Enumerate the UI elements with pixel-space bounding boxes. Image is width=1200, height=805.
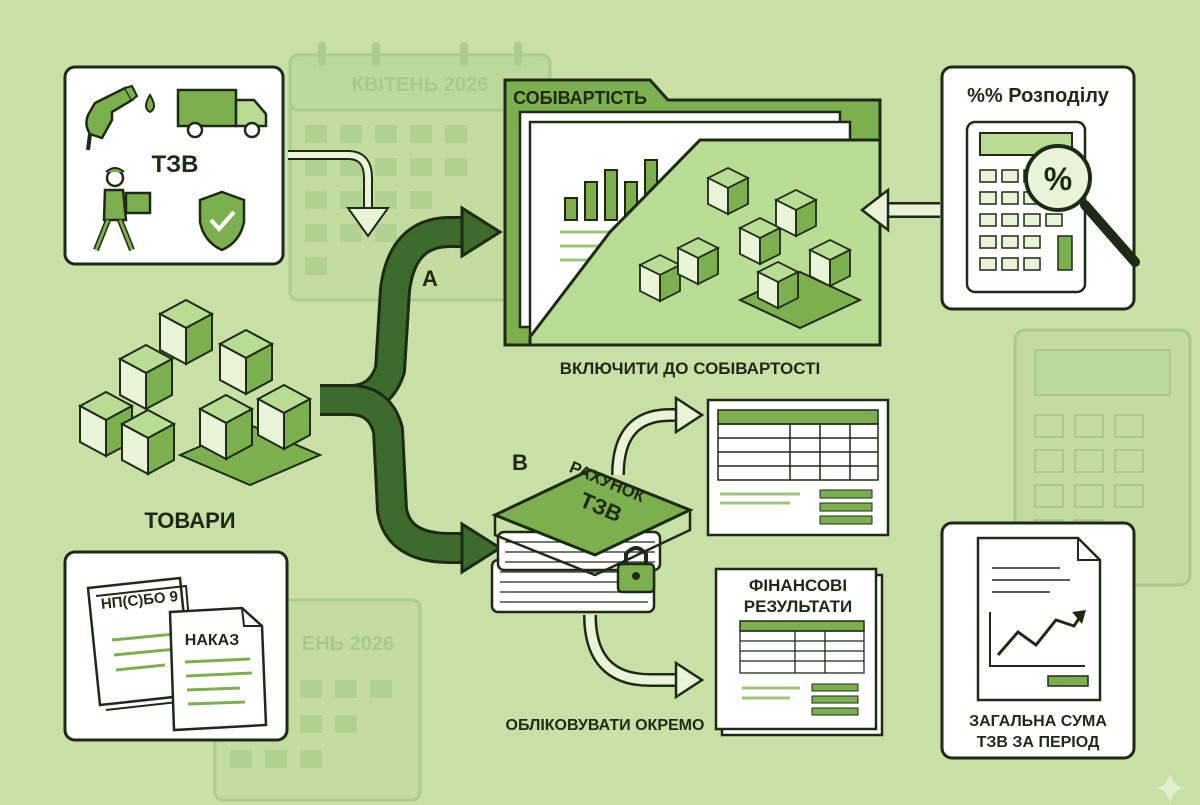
fin-results-line1: ФІНАНСОВІ xyxy=(749,576,847,595)
ledger-arrows xyxy=(583,395,705,700)
tzv-title: ТЗВ xyxy=(151,151,198,178)
goods-stack-icon xyxy=(79,299,323,487)
fuel-drop-icon xyxy=(145,93,155,114)
total-line1: ЗАГАЛЬНА СУМА xyxy=(969,713,1107,730)
documents-card xyxy=(63,550,289,742)
ledger-caption: ОБЛІКОВУВАТИ ОКРЕМО xyxy=(506,717,705,734)
background-calculator xyxy=(1013,328,1192,587)
financial-results-icon xyxy=(714,567,884,737)
branch-b-label: B xyxy=(512,450,528,475)
tzv-card: ТЗВ xyxy=(63,65,285,266)
cost-folder xyxy=(503,78,882,347)
distribution-card: % xyxy=(940,65,1140,311)
report-sheet-icon xyxy=(706,398,890,537)
document-order-icon xyxy=(168,606,268,732)
magnifier-percent-icon: % xyxy=(1024,144,1140,267)
cost-folder-caption: ВКЛЮЧИТИ ДО СОБІВАРТОСТІ xyxy=(560,359,820,378)
branch-a-label: A xyxy=(422,266,438,291)
delivery-worker-icon xyxy=(93,167,152,252)
sparkle-icon xyxy=(1156,772,1184,804)
branch-arrows xyxy=(320,205,503,575)
truck-icon xyxy=(176,88,268,139)
cost-folder-title: СОБІВАРТІСТЬ xyxy=(513,88,647,108)
calendar-month-top: КВІТЕНЬ 2026 xyxy=(352,74,489,96)
distribution-title: %% Розподілу xyxy=(967,85,1110,107)
padlock-icon xyxy=(616,546,656,594)
fin-results-line2: РЕЗУЛЬТАТИ xyxy=(744,597,852,616)
pallet-boxes-icon xyxy=(639,167,863,330)
total-line2: ТЗВ ЗА ПЕРІОД xyxy=(977,734,1100,751)
goods-label: ТОВАРИ xyxy=(144,508,235,533)
trend-document-icon xyxy=(976,536,1102,702)
svg-text:%: % xyxy=(1044,161,1072,197)
total-card xyxy=(940,521,1136,760)
document-npsbo-icon xyxy=(86,576,198,711)
ledger-book-icon xyxy=(490,468,694,614)
shield-check-icon xyxy=(198,190,246,252)
calendar-month-bottom: ЕНЬ 2026 xyxy=(302,633,394,655)
distribution-arrow xyxy=(859,187,940,233)
fuel-nozzle-icon xyxy=(85,84,139,151)
doc-order-label: НАКАЗ xyxy=(185,632,239,649)
